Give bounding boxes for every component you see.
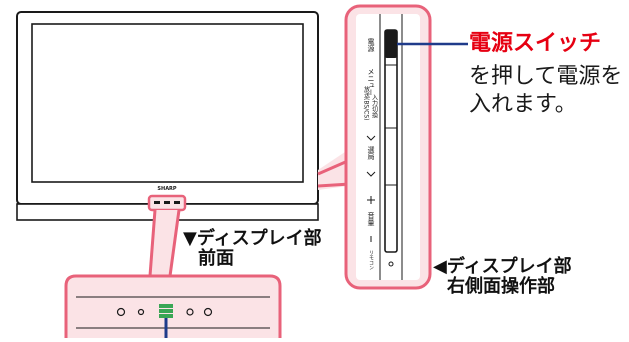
callout-line-1: を押して電源を <box>469 64 623 89</box>
side-label-line-2: 右側面操作部 <box>447 276 555 297</box>
side-button-strip <box>384 29 398 253</box>
side-label-remote: リモコン <box>368 250 374 270</box>
callout-title: 電源スイッチ <box>469 31 602 56</box>
front-led-green <box>164 201 170 204</box>
side-connector <box>318 150 348 190</box>
front-power-led-green-2 <box>159 309 173 313</box>
front-led-small <box>154 201 160 204</box>
front-label-line-1: ▼ディスプレイ部 <box>183 228 322 249</box>
side-label-input: 入力切換 <box>371 94 378 119</box>
side-label-menu: メニュー <box>367 68 375 96</box>
front-power-led-green <box>159 304 173 308</box>
side-label-line-1: ◀ディスプレイ部 <box>433 256 572 277</box>
front-indicator-2 <box>137 308 145 316</box>
front-connector-edge-right <box>168 209 181 277</box>
front-indicator-1 <box>116 307 126 317</box>
front-label-line-2: 前面 <box>198 248 234 269</box>
side-label-volume: 音量 <box>367 211 375 226</box>
channel-down-icon <box>366 171 376 177</box>
side-label-channel: 選局 <box>367 145 375 161</box>
power-button[interactable] <box>385 30 397 58</box>
side-label-power: 電源 <box>367 38 375 53</box>
tv-brand-logo: SHARP <box>157 186 177 192</box>
channel-up-icon <box>366 135 376 141</box>
front-led-right <box>174 201 180 204</box>
tv-screen <box>31 23 304 183</box>
front-connector-edge-left <box>148 209 157 277</box>
side-label-broadcast: 放送(BS/CS) <box>363 85 370 120</box>
front-indicator-3 <box>186 308 194 316</box>
front-indicator-4 <box>203 307 213 317</box>
callout-line-2: 入れます。 <box>469 92 577 117</box>
front-power-led-green-3 <box>159 314 173 318</box>
remote-sensor-icon <box>388 261 394 267</box>
